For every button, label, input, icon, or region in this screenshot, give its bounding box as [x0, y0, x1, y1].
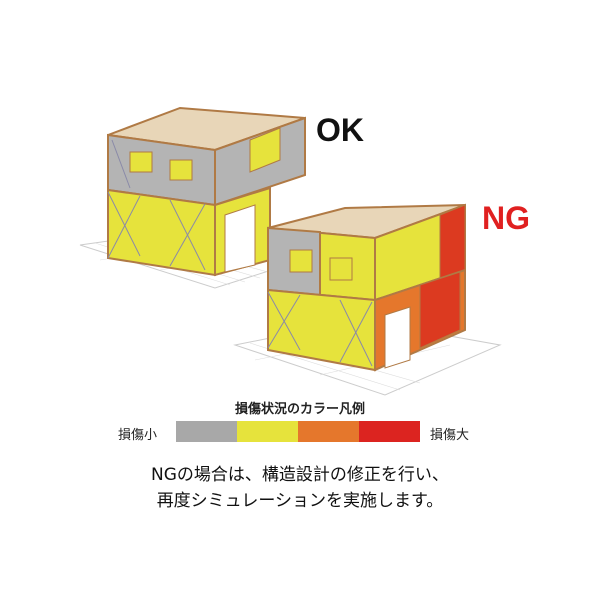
- note-line-2: 再度シミュレーションを実施します。: [156, 491, 444, 511]
- ok-building: [79, 106, 336, 289]
- ok-label: OK: [316, 112, 364, 148]
- note-line-1: NGの場合は、構造設計の修正を行い、: [151, 465, 449, 485]
- legend-title: 損傷状況のカラー凡例: [234, 402, 365, 417]
- color-legend-bar: [176, 421, 420, 442]
- legend-swatch-orange: [298, 421, 359, 442]
- legend-swatch-gray: [176, 421, 237, 442]
- legend-swatch-red: [359, 421, 420, 442]
- legend-swatch-yellow: [237, 421, 298, 442]
- note-text: NGの場合は、構造設計の修正を行い、 再度シミュレーションを実施します。: [0, 462, 600, 514]
- legend-low-label: 損傷小: [118, 428, 158, 443]
- legend-high-label: 損傷大: [430, 428, 470, 443]
- ng-label: NG: [482, 200, 530, 236]
- building-illustrations: [79, 106, 502, 396]
- ng-building: [233, 203, 502, 396]
